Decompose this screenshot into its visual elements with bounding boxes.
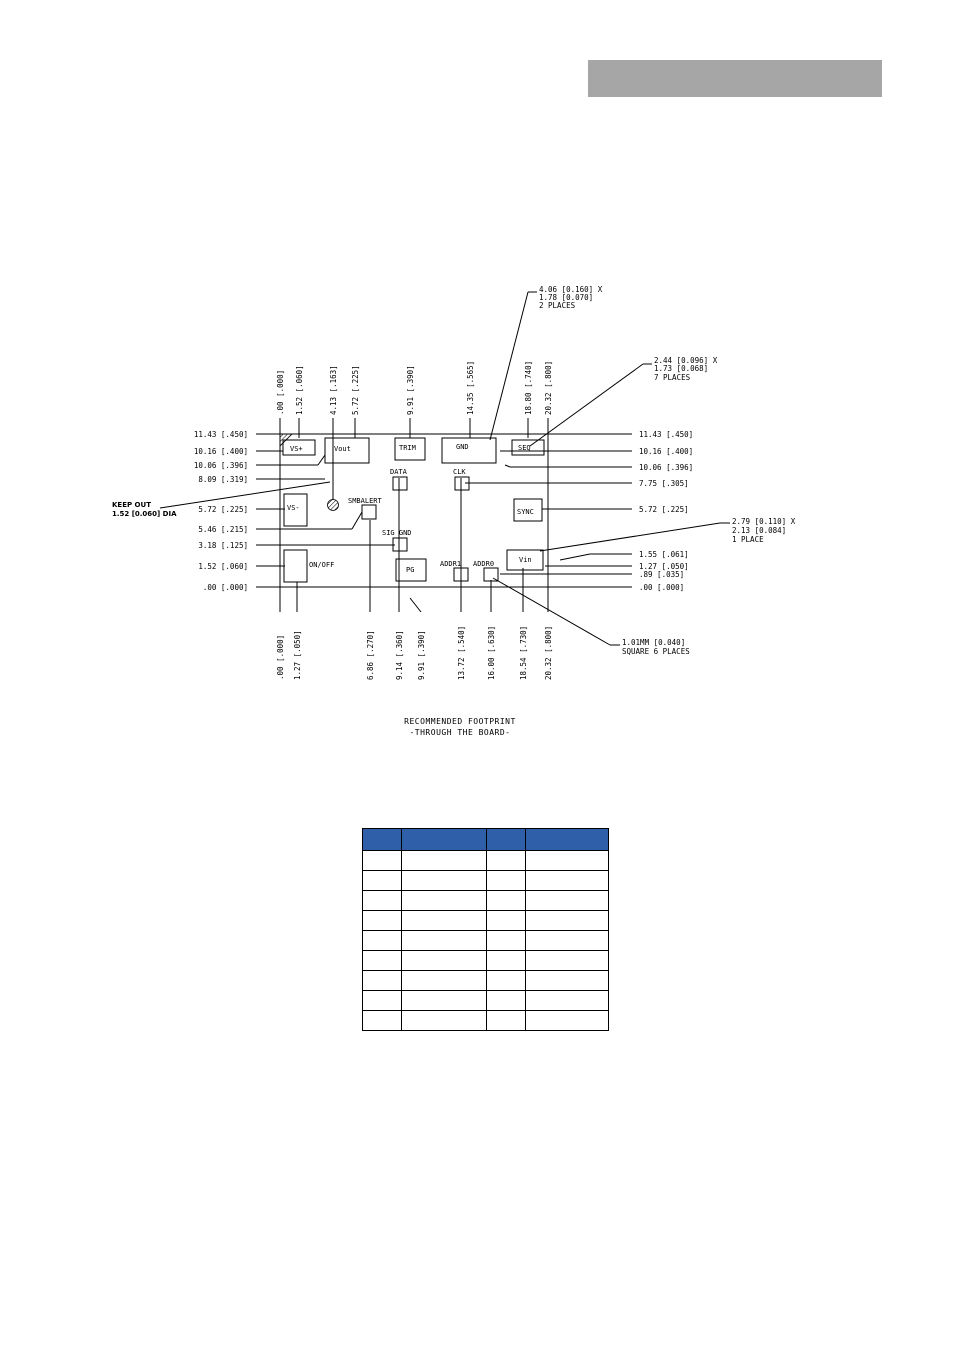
keep-out-label: KEEP OUT — [112, 501, 151, 509]
right-dim-2: 10.16 [.400] — [639, 447, 693, 456]
table-row — [362, 930, 609, 951]
pad-gnd: GND — [456, 443, 469, 451]
pad-seq: SEQ — [518, 444, 531, 452]
pad-pg: PG — [406, 566, 414, 574]
right-dim-7: 1.27 [.050] — [639, 562, 689, 571]
right-dim-3: 10.06 [.396] — [639, 463, 693, 472]
pad-data: DATA — [390, 468, 408, 476]
pad-vsminus: VS- — [287, 504, 300, 512]
footprint-drawing: VS+ Vout TRIM GND SEQ DATA CLK VS- SMBAL… — [112, 285, 796, 680]
left-dim-5: 5.72 [.225] — [198, 505, 248, 514]
top-dim-2: 1.52 [.060] — [295, 365, 304, 415]
pin-table-header — [362, 828, 609, 851]
pad-sync: SYNC — [517, 508, 534, 516]
caption-line-1: RECOMMENDED FOOTPRINT — [404, 717, 516, 726]
table-row — [362, 970, 609, 991]
left-dim-1: 11.43 [.450] — [194, 430, 248, 439]
caption-line-2: -THROUGH THE BOARD- — [409, 728, 511, 737]
note-pad-size-3b: 2.13 [0.084] — [732, 526, 786, 535]
left-dim-6: 5.46 [.215] — [198, 525, 248, 534]
table-row — [362, 850, 609, 871]
left-dim-4: 8.09 [.319] — [198, 475, 248, 484]
note-square-size: 1.01MM [0.040] — [622, 638, 685, 647]
left-dim-2: 10.16 [.400] — [194, 447, 248, 456]
left-dim-9: .00 [.000] — [203, 583, 248, 592]
top-dim-3: 4.13 [.163] — [329, 365, 338, 415]
header-bar — [588, 60, 882, 97]
note-pad-size-1: 4.06 [0.160] X — [539, 285, 603, 294]
pad-vout: Vout — [334, 445, 351, 453]
note-pad-size-2b: 1.73 [0.068] — [654, 364, 708, 373]
table-row — [362, 890, 609, 911]
pad-vsplus: VS+ — [290, 445, 303, 453]
bottom-dim-3: 6.86 [.270] — [366, 630, 375, 680]
pad-on-off: ON/OFF — [309, 561, 334, 569]
top-dim-5: 9.91 [.390] — [406, 365, 415, 415]
right-dim-1: 11.43 [.450] — [639, 430, 693, 439]
note-places-3: 1 PLACE — [732, 535, 764, 544]
bottom-dim-9: 20.32 [.800] — [544, 626, 553, 680]
note-pad-size-1b: 1.78 [0.070] — [539, 293, 593, 302]
top-dim-8: 20.32 [.800] — [544, 361, 553, 415]
bottom-dim-5: 9.91 [.390] — [417, 630, 426, 680]
right-dim-4: 7.75 [.305] — [639, 479, 689, 488]
left-dim-7: 3.18 [.125] — [198, 541, 248, 550]
note-square-places: SQUARE 6 PLACES — [622, 647, 690, 656]
top-dim-7: 18.80 [.740] — [524, 361, 533, 415]
pad-vin: Vin — [519, 556, 532, 564]
note-places-2: 7 PLACES — [654, 373, 691, 382]
bottom-dim-2: 1.27 [.050] — [293, 630, 302, 680]
table-row — [362, 910, 609, 931]
left-dim-3: 10.06 [.396] — [194, 461, 248, 470]
note-pad-size-3: 2.79 [0.110] X — [732, 517, 796, 526]
bottom-dim-1: .00 [.000] — [276, 635, 285, 680]
bottom-dim-4: 9.14 [.360] — [395, 630, 404, 680]
note-places-1: 2 PLACES — [539, 301, 576, 310]
pad-trim: TRIM — [399, 444, 416, 452]
keep-out-circle — [327, 499, 339, 511]
right-dim-9: .00 [.000] — [639, 583, 684, 592]
pad-smbalert: SMBALERT — [348, 497, 383, 505]
table-row — [362, 950, 609, 971]
bottom-dim-8: 18.54 [.730] — [519, 626, 528, 680]
pad-addr0: ADDR0 — [473, 560, 494, 568]
table-row — [362, 870, 609, 891]
top-dim-1: .00 [.000] — [276, 370, 285, 415]
right-dim-8: .89 [.035] — [639, 570, 684, 579]
note-pad-size-2: 2.44 [0.096] X — [654, 356, 718, 365]
bottom-dim-7: 16.00 [.630] — [487, 626, 496, 680]
bottom-dim-6: 13.72 [.540] — [457, 626, 466, 680]
pin-table — [362, 828, 609, 1031]
right-dim-6: 1.55 [.061] — [639, 550, 689, 559]
top-dim-4: 5.72 [.225] — [351, 365, 360, 415]
board-outline — [279, 433, 549, 588]
pad-addr1: ADDR1 — [440, 560, 461, 568]
pin-table-body — [362, 850, 609, 1031]
table-row — [362, 1010, 609, 1031]
table-row — [362, 990, 609, 1011]
left-dim-8: 1.52 [.060] — [198, 562, 248, 571]
keep-out-dia: 1.52 [0.060] DIA — [112, 510, 177, 518]
pad-sig-gnd: SIG GND — [382, 529, 412, 537]
pad-clk: CLK — [453, 468, 466, 476]
right-dim-5: 5.72 [.225] — [639, 505, 689, 514]
top-dim-6: 14.35 [.565] — [466, 361, 475, 415]
